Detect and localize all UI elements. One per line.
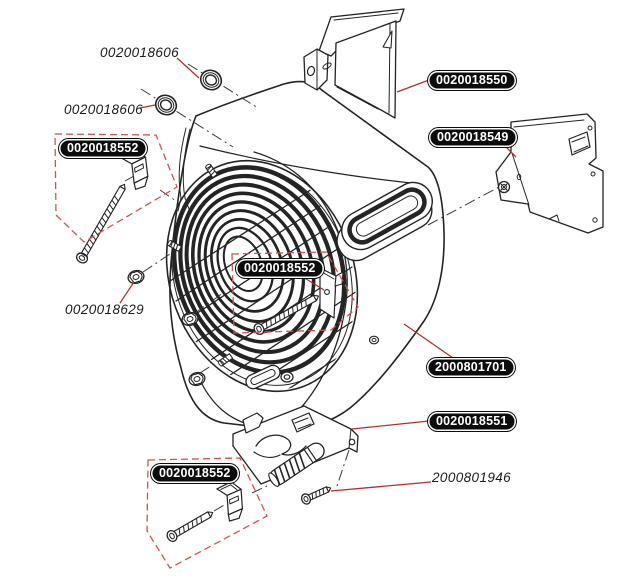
part-badge-bracket-bottom[interactable]: 0020018551 — [428, 412, 516, 431]
grommet-lower — [154, 94, 178, 116]
screw-clip-kit-center — [253, 294, 320, 336]
electrode-wire — [177, 127, 191, 212]
part-ref-screw: 2000801946 — [432, 470, 512, 485]
part-badge-bracket-top[interactable]: 0020018550 — [428, 71, 516, 90]
coil-clip-center — [319, 267, 344, 319]
part-badge-heat-cell[interactable]: 2000801701 — [427, 358, 515, 377]
callout-box-lower — [146, 457, 268, 569]
part-ref-grommet-upper: 0020018606 — [100, 45, 180, 60]
screw-clip-kit-upper — [75, 183, 126, 264]
screw-clip-kit-lower — [166, 511, 214, 543]
leader-lines — [119, 57, 517, 492]
torx-screw-head — [368, 335, 380, 345]
flange-nut — [188, 371, 206, 387]
flange-stud — [167, 239, 182, 252]
assembly-axis-lines — [124, 63, 500, 512]
part-ref-nut: 0020018629 — [65, 302, 145, 317]
flange-stud — [205, 163, 218, 179]
bracket-side — [495, 113, 604, 234]
bracket-bottom — [232, 405, 359, 485]
heat-exchanger-coil — [165, 159, 376, 416]
part-ref-grommet-lower: 0020018606 — [64, 102, 144, 117]
part-badge-clip-kit-lower[interactable]: 0020018552 — [151, 464, 239, 483]
flange-nut — [181, 311, 199, 327]
bracket-top — [303, 8, 405, 119]
callout-boxes — [54, 133, 359, 569]
grommet-upper — [199, 69, 223, 91]
flange-nut — [127, 269, 145, 285]
callout-box-center — [231, 251, 359, 334]
flue-port-boss — [336, 181, 433, 262]
clip-lower — [216, 481, 243, 522]
part-badge-clip-kit-upper[interactable]: 0020018552 — [59, 139, 147, 158]
callout-box-upper — [54, 133, 178, 243]
torx-screw-head — [280, 371, 294, 383]
screw-bracket-fixing — [300, 486, 332, 505]
flange-bottom-slot — [245, 364, 281, 390]
part-badge-bracket-side[interactable]: 0020018549 — [429, 128, 517, 147]
part-badge-clip-kit-center[interactable]: 0020018552 — [236, 259, 324, 278]
coil-tube-end — [268, 442, 325, 487]
